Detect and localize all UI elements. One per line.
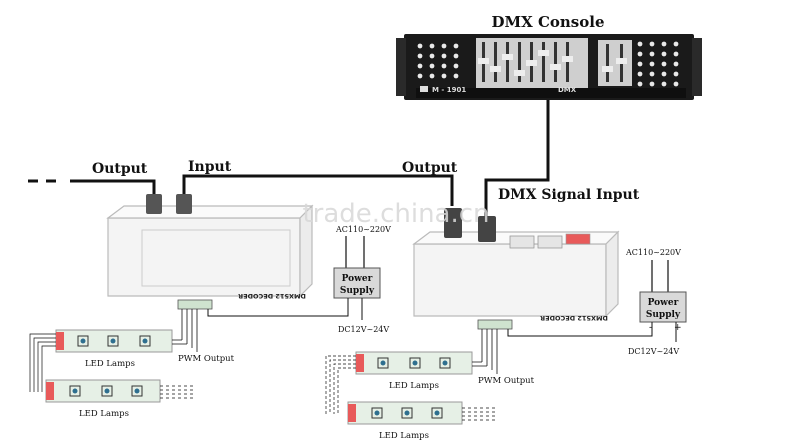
right-decoder-input-connector	[478, 216, 496, 242]
dmx-console: M - 1901 DMX	[396, 34, 702, 100]
led-strip-left-bottom	[45, 379, 161, 403]
right-dc-label: DC12V~24V	[628, 347, 679, 356]
console-brand: M - 1901	[432, 86, 466, 94]
left-lamps-bottom-label: LED Lamps	[79, 409, 129, 419]
console-master-faders	[598, 40, 632, 86]
right-ac-label: AC110~220V	[625, 248, 681, 257]
left-power-line1: Power	[342, 274, 373, 284]
right-decoder-output-connector	[444, 208, 462, 238]
decoder-left-name: DMX512 DECODER	[238, 292, 306, 300]
console-faders	[478, 42, 573, 82]
right-lamps-bottom-label: LED Lamps	[379, 431, 429, 441]
right-plus-label: +	[674, 323, 682, 333]
label-input: Input	[188, 159, 232, 175]
led-strip-left-top	[55, 329, 173, 353]
watermark: trade.china.cn	[302, 199, 489, 229]
right-decoder-dip-switch	[565, 233, 591, 245]
left-decoder-input-connector	[176, 194, 192, 214]
right-pwm-label: PWM Output	[478, 376, 535, 386]
decoder-right-name: DMX512 DECODER	[540, 314, 608, 322]
console-title: DMX Console	[491, 13, 604, 31]
power-supply-left: Power Supply	[333, 267, 381, 299]
led-strip-right-top	[355, 351, 473, 375]
left-pwm-label: PWM Output	[178, 354, 235, 364]
power-supply-right: Power Supply	[639, 291, 687, 323]
link-cable	[182, 174, 454, 206]
console-logo	[420, 86, 428, 92]
console-buttons-left	[417, 43, 459, 79]
left-power-line2: Supply	[340, 286, 375, 296]
left-ac-label: AC110~220V	[335, 225, 391, 234]
dmx-console-cable	[484, 100, 550, 222]
label-dmx-signal-input: DMX Signal Input	[498, 187, 640, 203]
label-output-left: Output	[92, 161, 148, 177]
led-strip-right-bottom	[347, 401, 463, 425]
decoder-right: DMX512 DECODER	[412, 208, 620, 330]
left-decoder-terminal	[177, 299, 213, 310]
right-minus-label: -	[649, 323, 652, 333]
left-dc-label: DC12V~24V	[338, 325, 389, 334]
right-decoder-terminal	[477, 319, 513, 330]
left-lamps-top-label: LED Lamps	[85, 359, 135, 369]
decoder-left: DMX512 DECODER	[106, 194, 314, 310]
console-buttons-right	[637, 41, 679, 87]
label-output-right: Output	[402, 160, 458, 176]
left-output-cable	[70, 179, 156, 196]
left-decoder-output-connector	[146, 194, 162, 214]
right-power-line2: Supply	[646, 310, 681, 320]
console-model: DMX	[558, 86, 577, 94]
right-lamps-top-label: LED Lamps	[389, 381, 439, 391]
right-power-line1: Power	[648, 298, 679, 308]
